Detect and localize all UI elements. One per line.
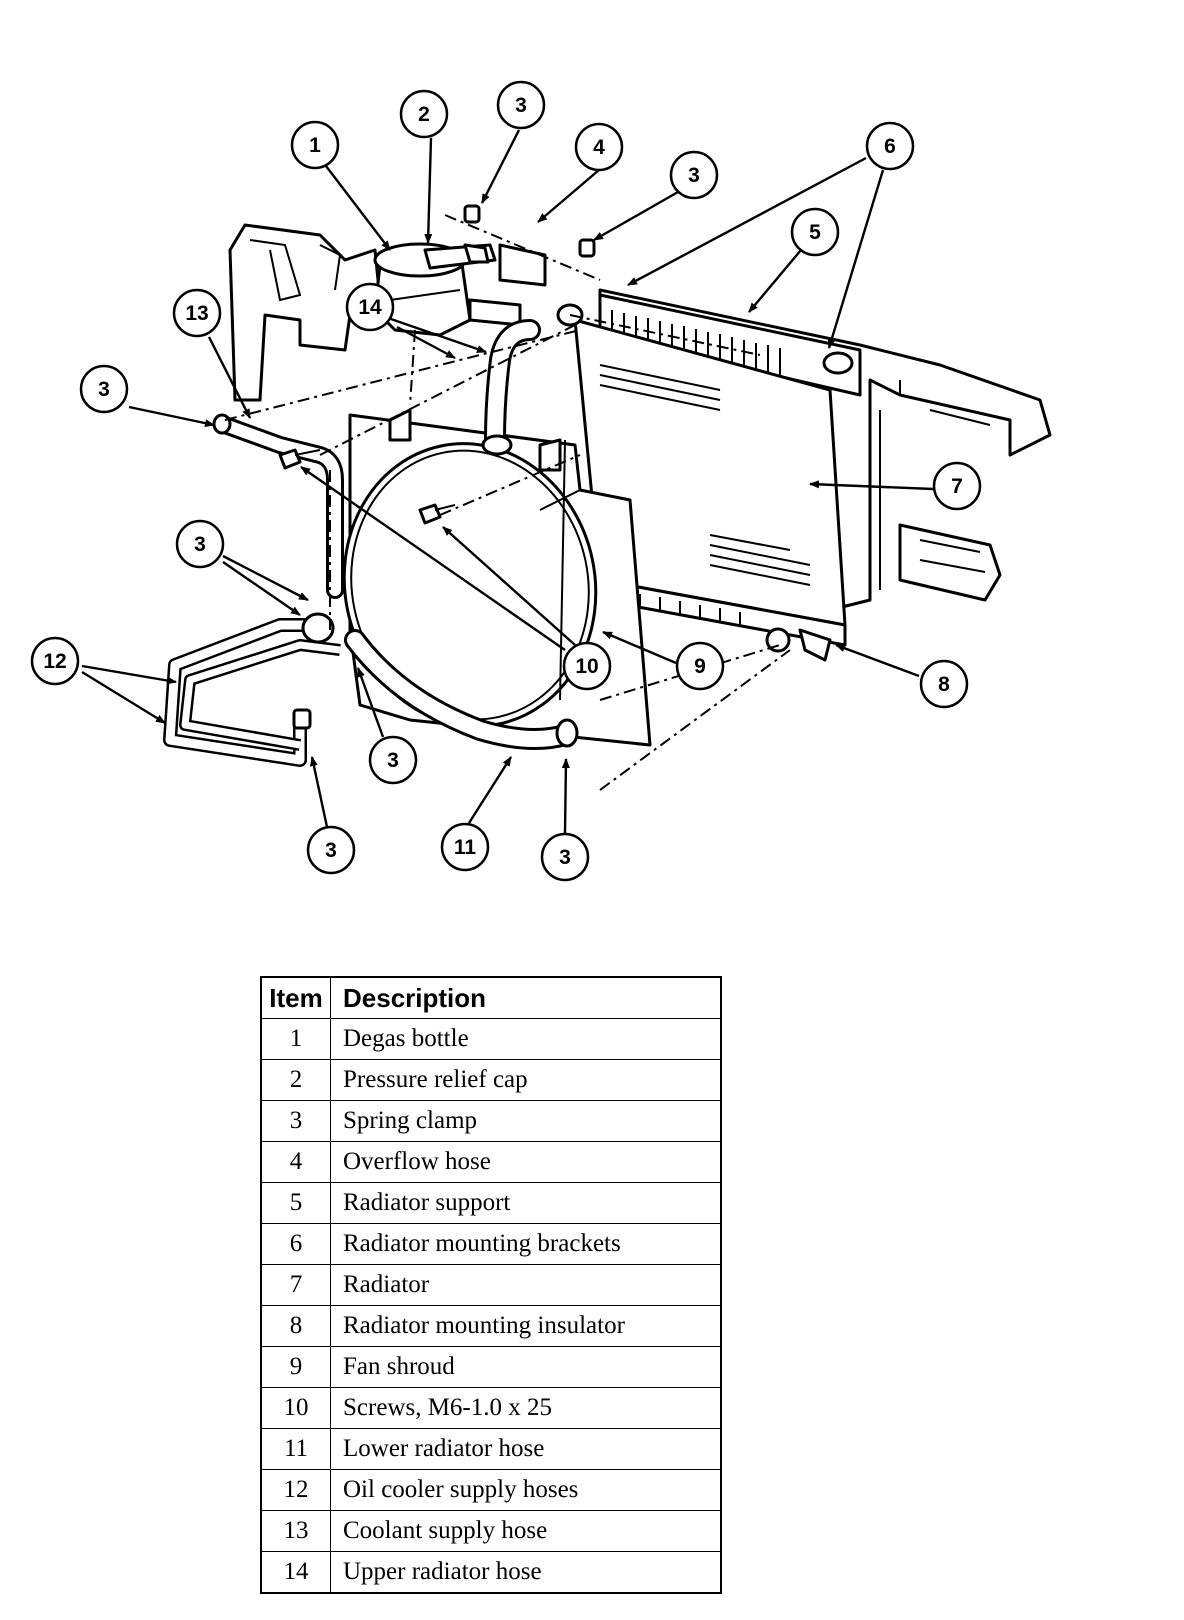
- callout-14: 14: [345, 282, 395, 332]
- legend-header-row: Item Description: [260, 976, 722, 1019]
- svg-text:7: 7: [951, 475, 963, 498]
- svg-text:6: 6: [884, 135, 896, 158]
- callout-4: 4: [574, 122, 624, 172]
- overflow-hose: [463, 204, 596, 258]
- item-description: Coolant supply hose: [330, 1510, 722, 1552]
- item-number: 8: [260, 1305, 331, 1347]
- svg-text:3: 3: [98, 378, 110, 401]
- item-number: 1: [260, 1018, 331, 1060]
- upper-radiator-hose: [481, 303, 584, 456]
- item-number: 3: [260, 1100, 331, 1142]
- callout-10: 10: [562, 641, 612, 691]
- left-support-panel: [228, 223, 382, 402]
- radiator-core: [573, 318, 847, 662]
- callout-12: 12: [30, 636, 80, 686]
- svg-text:2: 2: [418, 103, 430, 126]
- item-number: 10: [260, 1387, 331, 1429]
- degas-bottle: [373, 242, 547, 337]
- item-description: Screws, M6-1.0 x 25: [330, 1387, 722, 1429]
- item-description: Pressure relief cap: [330, 1059, 722, 1101]
- callout-3a: 3: [496, 80, 546, 130]
- callout-3f: 3: [306, 825, 356, 875]
- svg-text:3: 3: [325, 839, 337, 862]
- callout-6: 6: [865, 121, 915, 171]
- item-description: Overflow hose: [330, 1141, 722, 1183]
- callout-5: 5: [790, 207, 840, 257]
- callout-1: 1: [290, 120, 340, 170]
- item-description: Radiator mounting insulator: [330, 1305, 722, 1347]
- oil-cooler-supply-hoses: [163, 612, 341, 767]
- svg-text:10: 10: [575, 655, 598, 678]
- leader-lines: [81, 129, 934, 834]
- callout-3d: 3: [175, 519, 225, 569]
- item-description: Lower radiator hose: [330, 1428, 722, 1470]
- callout-2: 2: [399, 89, 449, 139]
- svg-text:3: 3: [515, 94, 527, 117]
- callout-3g: 3: [540, 832, 590, 882]
- svg-text:4: 4: [593, 136, 605, 159]
- item-description: Degas bottle: [330, 1018, 722, 1060]
- svg-text:5: 5: [809, 221, 821, 244]
- item-description: Radiator: [330, 1264, 722, 1306]
- svg-text:3: 3: [688, 164, 700, 187]
- item-number: 4: [260, 1141, 331, 1183]
- svg-text:3: 3: [194, 533, 206, 556]
- item-number: 11: [260, 1428, 331, 1470]
- item-description: Fan shroud: [330, 1346, 722, 1388]
- item-number: 14: [260, 1551, 331, 1594]
- item-description: Radiator mounting brackets: [330, 1223, 722, 1265]
- callout-9: 9: [675, 641, 725, 691]
- exploded-view-diagram: 1 2 3 4 3 6 5 13 14 3 7 3 12 10 9 8 3 3 …: [30, 80, 1052, 882]
- callout-8: 8: [919, 659, 969, 709]
- callout-7: 7: [932, 461, 982, 511]
- item-number: 13: [260, 1510, 331, 1552]
- screws: [278, 448, 456, 525]
- item-number: 9: [260, 1346, 331, 1388]
- item-number: 7: [260, 1264, 331, 1306]
- callout-11: 11: [440, 822, 490, 872]
- item-number: 5: [260, 1182, 331, 1224]
- callout-bubbles: 1 2 3 4 3 6 5 13 14 3 7 3 12 10 9 8 3 3 …: [30, 80, 982, 882]
- svg-text:3: 3: [387, 749, 399, 772]
- item-number: 2: [260, 1059, 331, 1101]
- item-number: 6: [260, 1223, 331, 1265]
- item-description: Spring clamp: [330, 1100, 722, 1142]
- svg-text:8: 8: [938, 673, 950, 696]
- item-description: Oil cooler supply hoses: [330, 1469, 722, 1511]
- callout-3c: 3: [79, 364, 129, 414]
- item-description: Upper radiator hose: [330, 1551, 722, 1594]
- item-column-header: Item: [260, 976, 331, 1019]
- item-description: Radiator support: [330, 1182, 722, 1224]
- item-number: 12: [260, 1469, 331, 1511]
- lower-radiator-hose: [344, 627, 791, 750]
- callout-13: 13: [172, 288, 222, 338]
- svg-text:13: 13: [185, 302, 208, 325]
- svg-text:14: 14: [358, 296, 382, 319]
- svg-text:9: 9: [694, 655, 706, 678]
- svg-text:11: 11: [454, 836, 477, 859]
- callout-3b: 3: [669, 150, 719, 200]
- svg-text:3: 3: [559, 846, 571, 869]
- description-column-header: Description: [330, 976, 722, 1019]
- callout-3e: 3: [368, 735, 418, 785]
- svg-text:12: 12: [43, 650, 66, 673]
- svg-text:1: 1: [309, 134, 321, 157]
- coolant-supply-hose: [212, 413, 344, 599]
